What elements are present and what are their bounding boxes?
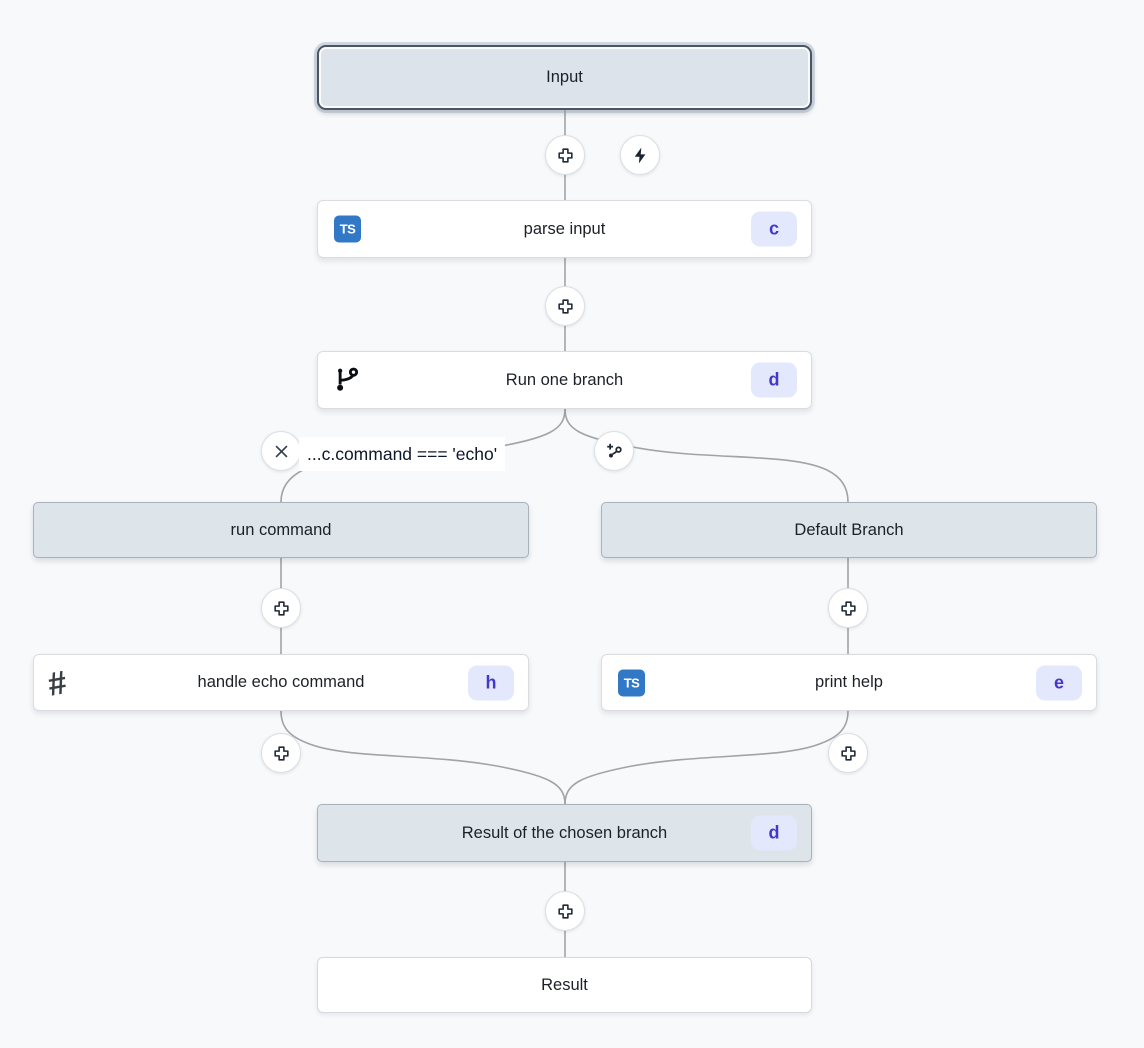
- branch-condition-button[interactable]: [261, 431, 301, 471]
- step-node-handle-echo-command[interactable]: # handle echo command h: [33, 654, 529, 711]
- branch-header-default-branch[interactable]: Default Branch: [601, 502, 1097, 558]
- step-label: Run one branch: [505, 370, 624, 389]
- zap-icon: [631, 146, 650, 165]
- input-node[interactable]: Input: [317, 45, 812, 110]
- result-node-label: Result: [541, 975, 588, 994]
- step-node-parse-input[interactable]: TS parse input c: [317, 200, 812, 258]
- step-label: print help: [815, 673, 883, 691]
- insert-step-button[interactable]: [261, 588, 301, 628]
- typescript-icon: TS: [334, 215, 361, 243]
- branch-header-run-command[interactable]: run command: [33, 502, 529, 558]
- input-node-label: Input: [546, 68, 583, 86]
- git-branch-icon: [332, 365, 362, 395]
- typescript-icon: TS: [618, 669, 645, 696]
- plus-icon: [556, 146, 575, 165]
- step-id-badge: e: [1036, 665, 1082, 700]
- branch-label: run command: [230, 520, 332, 539]
- step-label: handle echo command: [197, 673, 365, 691]
- result-node[interactable]: Result: [317, 957, 812, 1013]
- add-branch-icon: [604, 441, 625, 462]
- branch-result-node[interactable]: Result of the chosen branch d: [317, 804, 812, 862]
- add-branch-button[interactable]: [594, 431, 634, 471]
- plus-icon: [839, 599, 858, 618]
- step-id-badge: c: [751, 211, 797, 247]
- step-label: parse input: [523, 219, 606, 238]
- x-icon: [273, 443, 290, 460]
- branch-label: Default Branch: [794, 520, 904, 539]
- insert-step-button[interactable]: [261, 733, 301, 773]
- insert-step-button[interactable]: [545, 891, 585, 931]
- insert-step-button[interactable]: [828, 588, 868, 628]
- plus-icon: [556, 902, 575, 921]
- insert-step-button[interactable]: [545, 135, 585, 175]
- trigger-button[interactable]: [620, 135, 660, 175]
- step-id-badge: d: [751, 362, 797, 398]
- plus-icon: [556, 297, 575, 316]
- step-node-run-one-branch[interactable]: Run one branch d: [317, 351, 812, 409]
- step-id-badge: h: [468, 665, 514, 700]
- branch-condition-label: ...c.command === 'echo': [299, 437, 506, 471]
- branch-result-label: Result of the chosen branch: [461, 823, 668, 842]
- step-id-badge: d: [751, 815, 797, 851]
- plus-icon: [839, 744, 858, 763]
- insert-step-button[interactable]: [545, 286, 585, 326]
- step-node-print-help[interactable]: TS print help e: [601, 654, 1097, 711]
- plus-icon: [272, 744, 291, 763]
- hash-icon: #: [44, 662, 70, 703]
- insert-step-button[interactable]: [828, 733, 868, 773]
- plus-icon: [272, 599, 291, 618]
